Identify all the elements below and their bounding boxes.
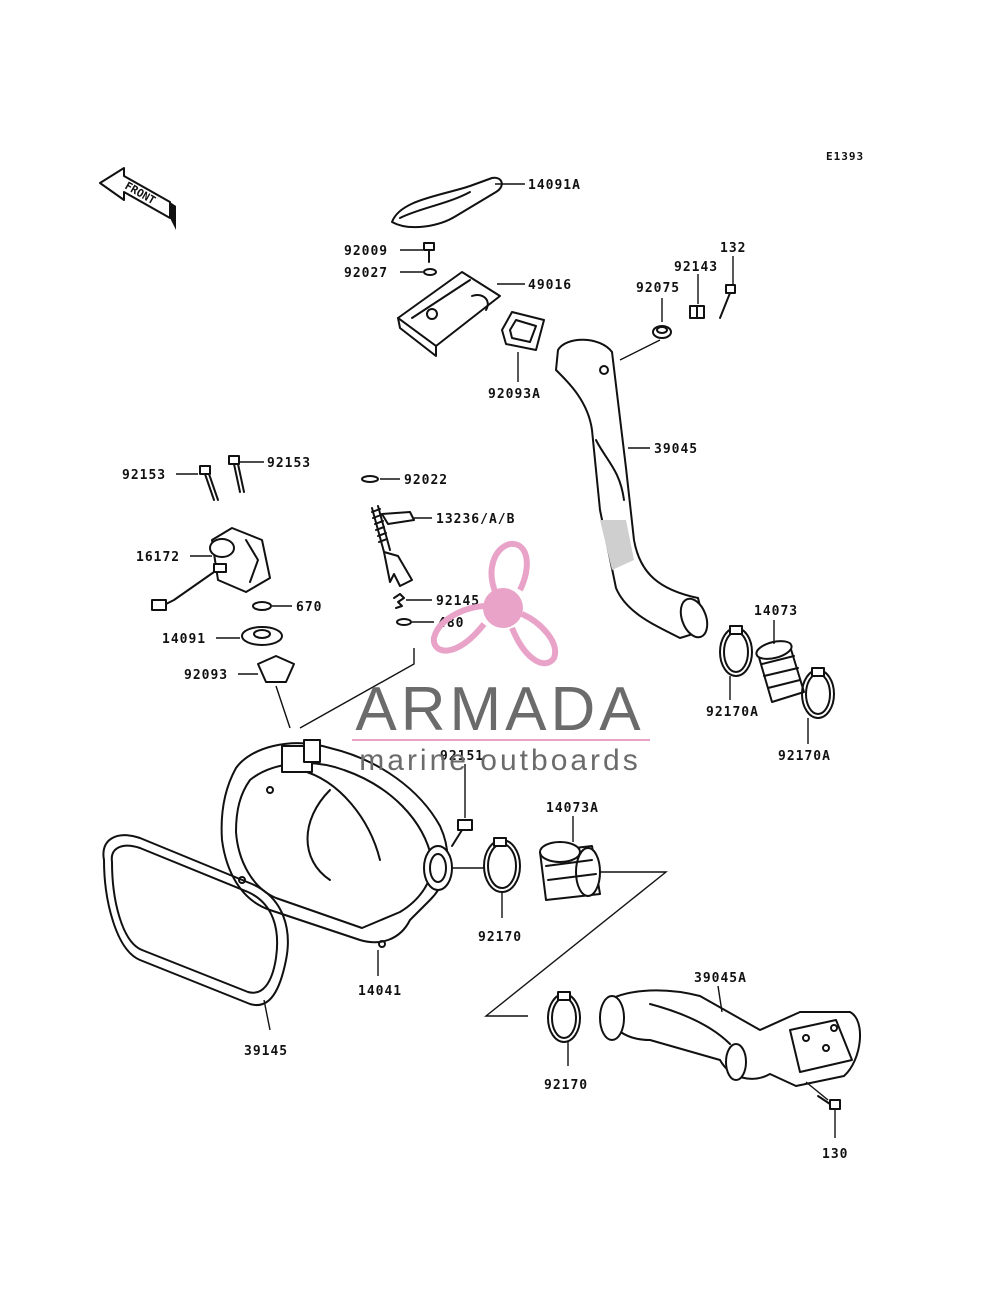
part-14091-cover (241, 626, 283, 646)
part-92093-gasket (257, 655, 295, 683)
part-130-bolt (817, 1095, 841, 1110)
label-92022: 92022 (404, 473, 448, 488)
part-39045A-duct (599, 989, 861, 1087)
part-14091A-cover (391, 176, 503, 229)
label-14091A: 14091A (528, 178, 581, 193)
part-14041-cvt-cover (220, 739, 453, 948)
part-49016-bracket (397, 271, 501, 357)
watermark-brand: ARMADA (355, 675, 644, 744)
part-13236-lever (371, 505, 415, 587)
label-14073A: 14073A (546, 801, 599, 816)
front-label: FRONT (123, 179, 159, 207)
label-92093A: 92093A (488, 387, 541, 402)
part-39045-duct (555, 338, 709, 639)
label-39145: 39145 (244, 1044, 288, 1059)
part-92009-bolt (423, 242, 435, 263)
label-92143: 92143 (674, 260, 718, 275)
part-39145-belt (102, 834, 289, 1007)
watermark-logo: ARMADA marine outboards (352, 540, 650, 777)
part-92075-grommet (652, 325, 672, 339)
part-92153-bolt-left (199, 465, 219, 501)
label-92075: 92075 (636, 281, 680, 296)
part-92022-washer (361, 475, 379, 483)
label-92170-2: 92170 (544, 1078, 588, 1093)
part-480-circlip (396, 618, 412, 626)
propeller-icon (430, 540, 559, 667)
label-92151: 92151 (440, 749, 484, 764)
part-92145-spring (393, 593, 405, 609)
label-670: 670 (296, 600, 322, 615)
part-92027-washer (423, 268, 437, 276)
label-49016: 49016 (528, 278, 572, 293)
label-92027: 92027 (344, 266, 388, 281)
label-14091: 14091 (162, 632, 206, 647)
part-92093A-gasket (501, 311, 545, 351)
part-132-bolt (719, 284, 736, 319)
part-14073A-boot (539, 841, 601, 901)
label-132: 132 (720, 241, 746, 256)
part-92151-bolt (451, 819, 473, 847)
label-92009: 92009 (344, 244, 388, 259)
watermark-tagline: marine outboards (359, 744, 640, 777)
part-670-o-ring (252, 601, 272, 611)
label-92093: 92093 (184, 668, 228, 683)
part-14073-boot (755, 640, 805, 703)
label-92170A-1: 92170A (706, 705, 759, 720)
label-14073: 14073 (754, 604, 798, 619)
label-39045A: 39045A (694, 971, 747, 986)
part-92170-clamp-1 (483, 837, 521, 893)
part-92170A-clamp-1 (719, 625, 753, 677)
label-14041: 14041 (358, 984, 402, 999)
part-16172-actuator (151, 527, 271, 611)
label-92153-left: 92153 (122, 468, 166, 483)
label-92145: 92145 (436, 594, 480, 609)
label-16172: 16172 (136, 550, 180, 565)
part-92153-bolt-right (228, 455, 245, 493)
label-130: 130 (822, 1147, 848, 1162)
diagram-id: E1393 (826, 150, 864, 163)
part-92170A-clamp-2 (801, 667, 835, 719)
label-13236: 13236/A/B (436, 512, 515, 527)
part-92143-collar (689, 305, 705, 319)
label-92153-right: 92153 (267, 456, 311, 471)
part-92170-clamp-2 (547, 991, 581, 1043)
front-arrow-icon: FRONT (99, 167, 176, 230)
label-92170-1: 92170 (478, 930, 522, 945)
label-39045: 39045 (654, 442, 698, 457)
label-92170A-2: 92170A (778, 749, 831, 764)
